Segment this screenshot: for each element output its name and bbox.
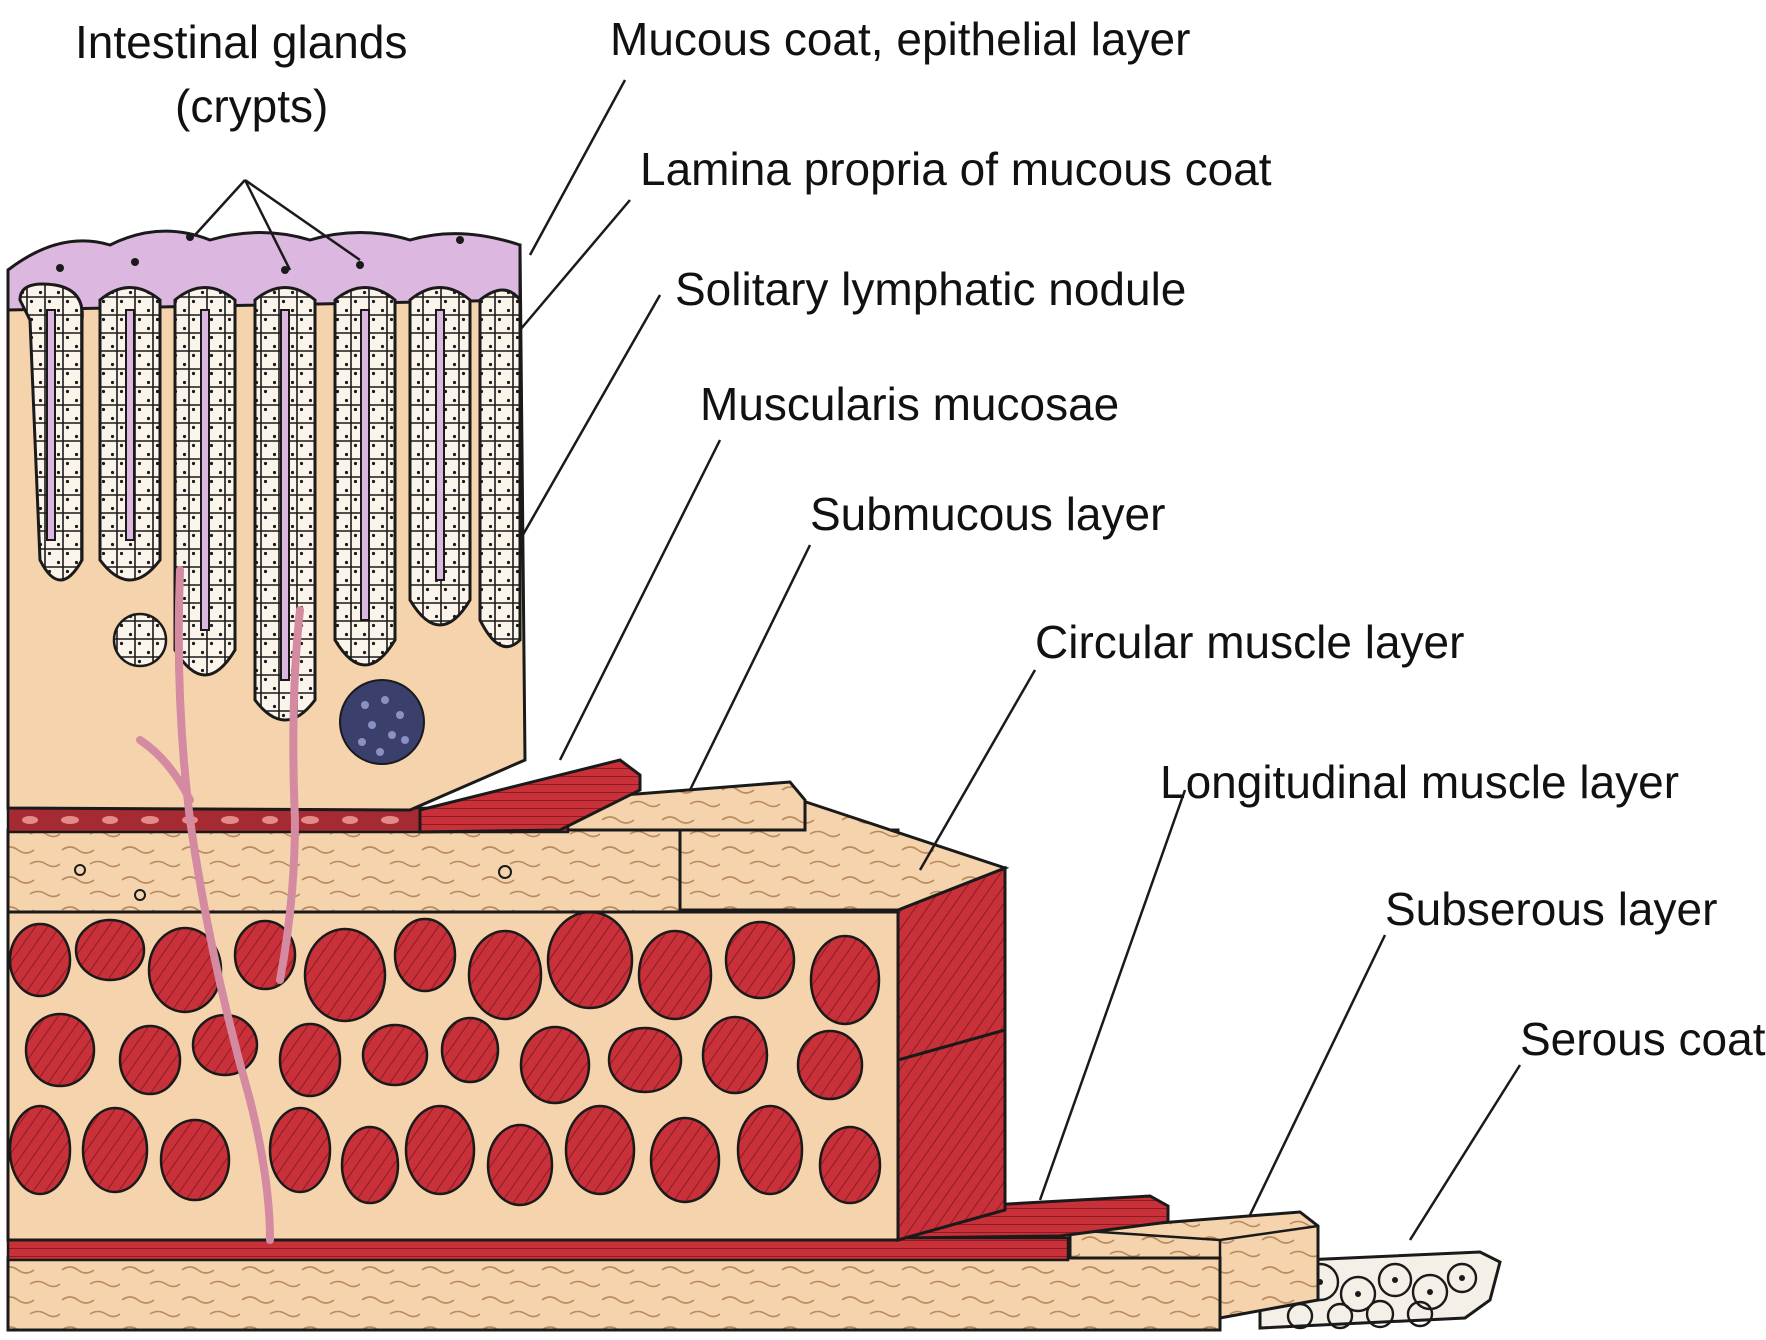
label-serous-coat: Serous coat	[1520, 1013, 1766, 1065]
label-subserous-layer: Subserous layer	[1385, 883, 1717, 935]
label-intestinal-glands: Intestinal glands	[75, 16, 407, 68]
label-crypts: (crypts)	[175, 80, 328, 132]
base-layers	[8, 1238, 1220, 1330]
label-muscularis-mucosae: Muscularis mucosae	[700, 378, 1119, 430]
label-longitudinal-muscle: Longitudinal muscle layer	[1160, 756, 1679, 808]
label-mucous-coat-epithelial: Mucous coat, epithelial layer	[610, 13, 1190, 65]
label-lamina-propria: Lamina propria of mucous coat	[640, 143, 1272, 195]
circular-muscle-block	[8, 868, 1005, 1240]
label-submucous-layer: Submucous layer	[810, 488, 1165, 540]
label-circular-muscle: Circular muscle layer	[1035, 616, 1464, 668]
label-solitary-nodule: Solitary lymphatic nodule	[675, 263, 1186, 315]
solitary-nodule-shape	[340, 680, 424, 764]
